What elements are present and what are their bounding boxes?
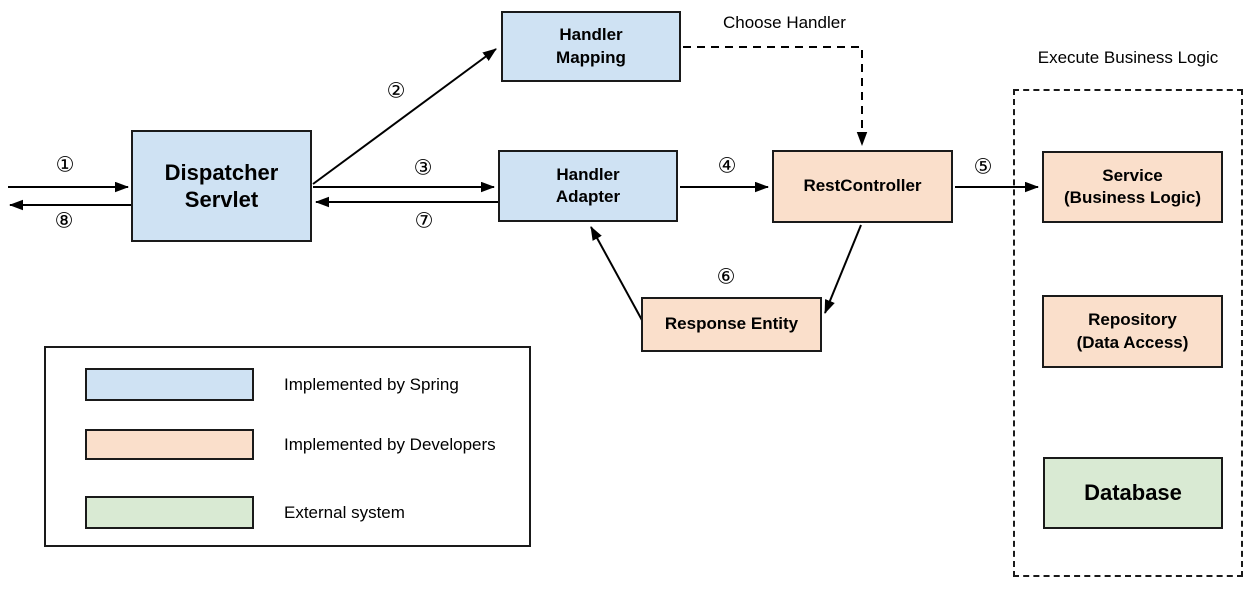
step-2-marker: ② (386, 78, 406, 103)
legend-label-external: External system (284, 502, 405, 522)
node-response-entity: Response Entity (641, 297, 822, 352)
step-5-marker: ⑤ (973, 154, 993, 179)
node-handler-mapping: Handler Mapping (501, 11, 681, 82)
node-handler-adapter: Handler Adapter (498, 150, 678, 222)
legend-swatch-spring (85, 368, 254, 401)
legend-item-spring: Implemented by Spring (85, 368, 459, 401)
node-rest-controller: RestController (772, 150, 953, 223)
step-4-marker: ④ (717, 153, 737, 178)
legend-label-spring: Implemented by Spring (284, 374, 459, 394)
step-6-marker: ⑥ (716, 264, 736, 289)
legend-item-external: External system (85, 496, 405, 529)
node-repository: Repository (Data Access) (1042, 295, 1223, 368)
step-1-marker: ① (55, 152, 75, 177)
choose-handler-label: Choose Handler (723, 13, 846, 32)
legend-item-developers: Implemented by Developers (85, 429, 496, 460)
legend-label-developers: Implemented by Developers (284, 434, 496, 454)
legend-box: Implemented by Spring Implemented by Dev… (44, 346, 531, 547)
node-database: Database (1043, 457, 1223, 529)
step-3-marker: ③ (413, 155, 433, 180)
legend-swatch-developers (85, 429, 254, 460)
execute-business-logic-group (1013, 89, 1243, 577)
legend-swatch-external (85, 496, 254, 529)
node-dispatcher-servlet: Dispatcher Servlet (131, 130, 312, 242)
node-service: Service (Business Logic) (1042, 151, 1223, 223)
execute-business-logic-title: Execute Business Logic (1037, 48, 1219, 67)
step-7-marker: ⑦ (414, 208, 434, 233)
step-8-marker: ⑧ (54, 208, 74, 233)
